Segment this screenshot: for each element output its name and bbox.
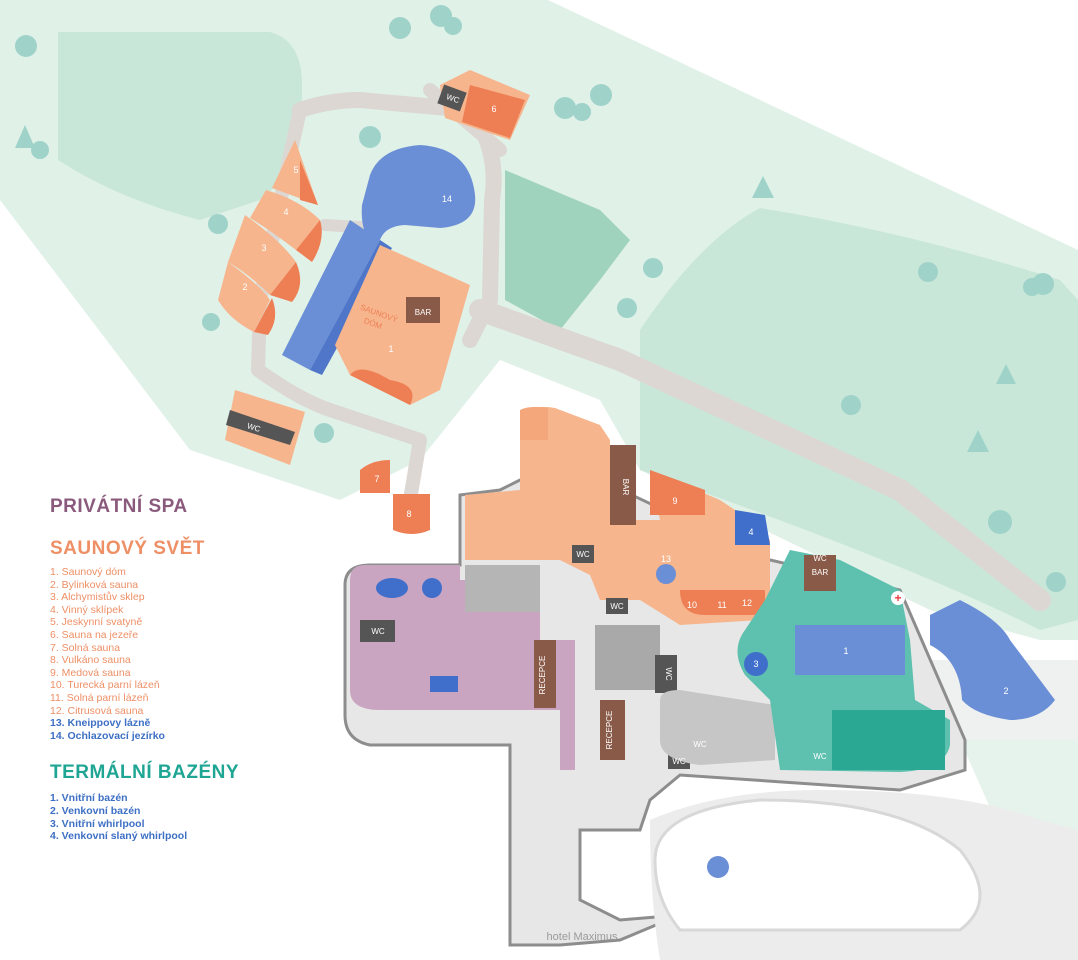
bar-label-dome: BAR xyxy=(415,308,432,317)
legend-sauna-item: 10. Turecká parní lázeň xyxy=(50,679,160,692)
wc-label-sauna6: WC xyxy=(445,92,461,105)
pool-number-labels: 1 2 3 4 xyxy=(748,527,1008,696)
lawn-top-left xyxy=(58,32,302,220)
sauna-buildings-outdoor xyxy=(218,70,530,534)
fountain xyxy=(707,856,729,878)
sauna-number-labels: 1 2 3 4 5 6 7 8 9 10 11 12 13 14 xyxy=(242,104,752,610)
legend-pool-item: 3. Vnitřní whirlpool xyxy=(50,817,145,830)
wc-label-thermal: WC xyxy=(813,752,827,761)
sauna-label-14: 14 xyxy=(442,194,452,204)
sauna-label-12: 12 xyxy=(742,598,752,608)
reception-label-1: RECEPCE xyxy=(538,656,547,695)
legend-sauna-item: 9. Medová sauna xyxy=(50,666,131,679)
legend-private-spa-title: PRIVÁTNÍ SPA xyxy=(50,496,188,517)
sauna-label-13: 13 xyxy=(661,554,671,564)
long-pool xyxy=(282,220,380,370)
legend-sauna-item: 14. Ochlazovací jezírko xyxy=(50,729,165,742)
legend-sauna-item: 11. Solná parní lázeň xyxy=(50,691,149,704)
legend-sauna-item: 12. Citrusová sauna xyxy=(50,704,144,717)
pool-label-4: 4 xyxy=(748,527,753,537)
main-building xyxy=(343,406,1055,947)
legend-sauna-item: 13. Kneippovy lázně xyxy=(50,717,151,730)
cooling-pool-14 xyxy=(361,145,476,245)
wc-label-service-2: WC xyxy=(664,667,673,681)
pool-label-3: 3 xyxy=(753,659,758,669)
legend-sauna-item: 7. Solná sauna xyxy=(50,641,121,654)
pool-label-1: 1 xyxy=(843,646,848,656)
wc-label-hut: WC xyxy=(246,421,262,434)
map-legend: PRIVÁTNÍ SPA SAUNOVÝ SVĚT 1. Saunový dóm… xyxy=(50,496,310,843)
legend-thermal-pools-list: 1. Vnitřní bazén 2. Venkovní bazén 3. Vn… xyxy=(50,792,310,842)
legend-sauna-world-title: SAUNOVÝ SVĚT xyxy=(50,538,205,559)
sauna-label-10: 10 xyxy=(687,600,697,610)
lawn-strip-right xyxy=(960,740,1078,830)
lawn-right xyxy=(640,208,1078,630)
wc-label-service: WC xyxy=(610,602,624,611)
first-aid-icon: + xyxy=(894,591,901,605)
legend-sauna-item: 4. Vinný sklípek xyxy=(50,603,124,616)
wc-label-lower-2: WC xyxy=(672,757,686,766)
bar-label-indoor: BAR xyxy=(621,479,630,496)
wc-label-thermal-bar: WC xyxy=(813,554,827,563)
hotel-label: hotel Maximus xyxy=(547,931,618,943)
trees xyxy=(15,5,1066,592)
legend-sauna-item: 2. Bylinková sauna xyxy=(50,578,139,591)
legend-sauna-item: 8. Vulkáno sauna xyxy=(50,654,131,667)
legend-thermal-pools-title: TERMÁLNÍ BAZÉNY xyxy=(50,762,240,784)
legend-pool-item: 1. Vnitřní bazén xyxy=(50,792,128,805)
legend-sauna-world-list: 1. Saunový dóm 2. Bylinková sauna 3. Alc… xyxy=(50,566,310,742)
sauna-label-3: 3 xyxy=(261,243,266,253)
sauna-label-9: 9 xyxy=(672,496,677,506)
legend-sauna-item: 5. Jeskynní svatyně xyxy=(50,616,143,629)
sauna-label-4: 4 xyxy=(283,207,288,217)
sauna-label-8: 8 xyxy=(406,509,411,519)
legend-sauna-item: 1. Saunový dóm xyxy=(50,566,126,578)
sauna-label-2: 2 xyxy=(242,282,247,292)
bar-label-thermal: BAR xyxy=(812,568,829,577)
sauna-label-5: 5 xyxy=(293,165,298,175)
pool-label-2: 2 xyxy=(1003,686,1008,696)
sauna-label-6: 6 xyxy=(491,104,496,114)
wc-label-lower-1: WC xyxy=(693,740,707,749)
roundabout xyxy=(653,798,982,932)
sauna-label-11: 11 xyxy=(717,600,726,610)
lawn-middle xyxy=(505,170,630,330)
legend-sauna-item: 6. Sauna na jezeře xyxy=(50,628,139,641)
legend-pool-item: 2. Venkovní bazén xyxy=(50,804,141,817)
legend-sauna-item: 3. Alchymistův sklep xyxy=(50,591,145,604)
wc-label-private: WC xyxy=(371,627,385,636)
sauna-label-7: 7 xyxy=(374,474,379,484)
sauna-label-1: 1 xyxy=(388,344,393,354)
wc-label-sauna-zone: WC xyxy=(576,550,590,559)
legend-pool-item: 4. Venkovní slaný whirlpool xyxy=(50,830,188,843)
reception-label-2: RECEPCE xyxy=(605,711,614,750)
